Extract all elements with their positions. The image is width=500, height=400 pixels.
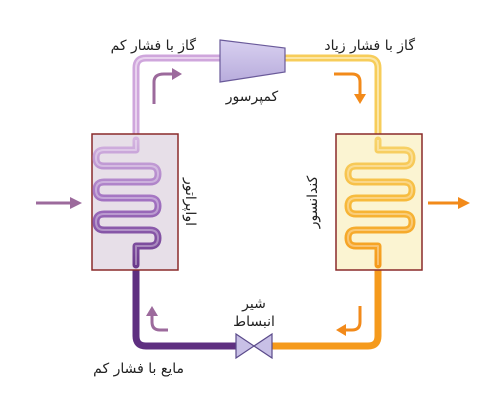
flow-arrow-up-left-top bbox=[152, 72, 174, 104]
compressor-icon bbox=[219, 39, 286, 83]
pipe-low-pressure-liquid bbox=[132, 261, 240, 350]
label-expansion-valve-line1: شیر bbox=[241, 296, 266, 312]
flow-arrow-right-bottom bbox=[344, 306, 362, 332]
heat-in-arrow-icon bbox=[36, 197, 82, 209]
condenser-coil bbox=[344, 136, 416, 269]
pipe-high-pressure-liquid bbox=[268, 261, 382, 350]
flow-arrow-left-bottom bbox=[150, 314, 168, 332]
evaporator-coil bbox=[92, 136, 162, 269]
pipe-low-pressure-gas bbox=[132, 54, 224, 144]
expansion-valve-icon bbox=[235, 332, 273, 360]
label-evaporator: اواپراتور bbox=[182, 177, 198, 226]
label-low-pressure-gas: گاز با فشار کم bbox=[111, 37, 197, 54]
heat-out-arrow-icon bbox=[428, 197, 470, 209]
label-compressor: کمپرسور bbox=[225, 89, 279, 105]
label-low-pressure-liquid: مایع با فشار کم bbox=[93, 361, 184, 377]
label-high-pressure-gas: گاز با فشار زیاد bbox=[324, 37, 415, 54]
label-expansion-valve-line2: انبساط bbox=[233, 314, 275, 330]
pipe-high-pressure-gas bbox=[281, 54, 382, 144]
label-condenser: کندانسور bbox=[305, 175, 321, 229]
flow-arrow-right-top bbox=[334, 72, 362, 96]
